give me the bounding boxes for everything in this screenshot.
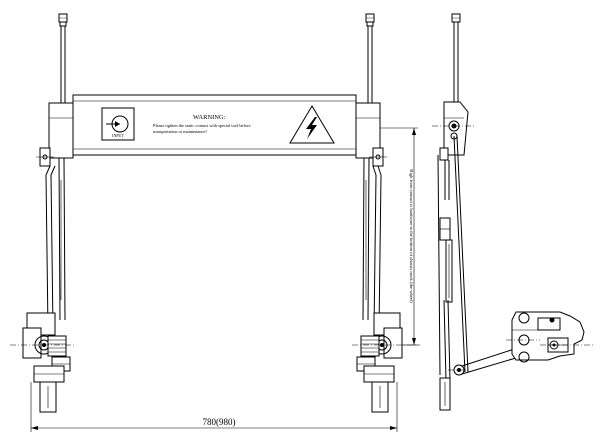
left-rod	[58, 13, 68, 103]
input-label: INPUT	[112, 133, 124, 138]
front-view: INPUT WARNING: Please tighten the static…	[10, 13, 420, 432]
width-dimension-label: 780(980)	[203, 417, 236, 427]
right-bracket	[355, 102, 387, 167]
warning-line-2: transportation or maintenance!	[153, 129, 207, 134]
warning-line-1: Please tighten the static contact with s…	[153, 123, 251, 128]
warning-title: WARNING:	[193, 114, 226, 121]
warning-plate: INPUT WARNING: Please tighten the static…	[72, 94, 357, 156]
left-bracket	[36, 102, 74, 167]
right-contact-assembly	[352, 312, 420, 413]
right-frame	[362, 157, 382, 331]
side-view	[432, 13, 537, 411]
height-dimension: High from contact is hardware to the bot…	[380, 127, 418, 346]
contact-detail-view	[506, 311, 594, 363]
input-symbol-icon: INPUT	[101, 107, 135, 141]
height-dimension-label: High from contact is hardware to the bot…	[409, 169, 414, 303]
high-voltage-warning-icon	[289, 105, 335, 144]
left-frame	[45, 157, 66, 331]
width-dimension: 780(980)	[30, 382, 398, 432]
right-rod	[365, 13, 375, 103]
left-contact-assembly	[10, 312, 75, 413]
